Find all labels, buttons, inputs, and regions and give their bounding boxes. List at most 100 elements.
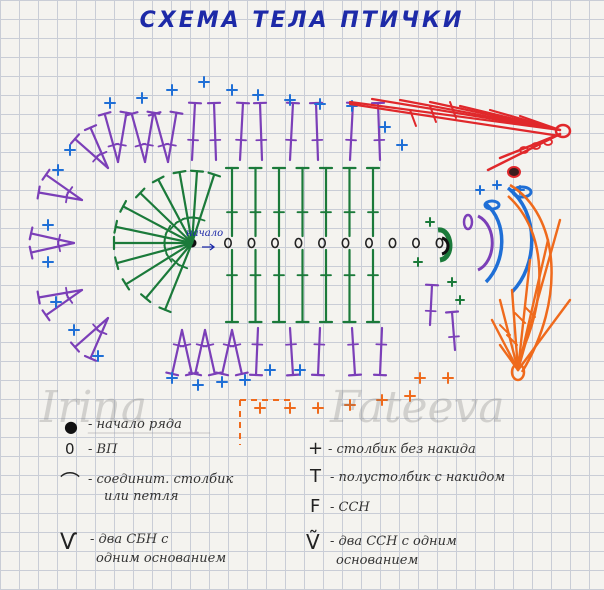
purple-top-stitch	[376, 101, 382, 162]
stitch-bar	[285, 138, 297, 142]
two-dc-stitch	[153, 112, 170, 164]
two-dc-one-base-icon: Ṽ	[306, 530, 320, 554]
two-dc-stitch	[29, 241, 76, 254]
stitch-top	[151, 175, 165, 184]
stitch-top	[134, 187, 146, 199]
two-dc-stitch	[103, 112, 120, 164]
stitch-top	[248, 373, 264, 377]
stitch-top	[187, 101, 203, 105]
legend-two-sc-2: одним основанием	[96, 551, 227, 566]
two-dc-stitch	[37, 191, 84, 202]
stitch-bar	[448, 335, 460, 338]
purple-bottom-stitch	[350, 326, 357, 377]
two-dc-stitch	[143, 111, 155, 164]
slip-stitch-curl	[437, 227, 453, 263]
stitch-bar	[115, 143, 127, 147]
two-dc-icon: Ѵ	[60, 530, 78, 555]
chain-stitch	[294, 237, 303, 249]
purple-bottom-stitch	[316, 326, 322, 377]
two-dc-stitch	[44, 288, 84, 317]
purple-top-stitch	[238, 101, 245, 162]
green-radial-stitch	[139, 191, 194, 245]
stitch-top	[28, 226, 34, 241]
red-chain	[543, 138, 553, 146]
stitch-top	[215, 371, 230, 377]
purple-top-stitch	[288, 101, 295, 162]
two-dc-stitch	[230, 328, 243, 376]
stitch-bar	[96, 150, 108, 157]
red-bar	[449, 101, 457, 119]
purple-hdc-stitch	[428, 283, 434, 327]
purple-top-stitch	[258, 101, 264, 162]
stitch-top	[69, 133, 81, 145]
stitch-top	[124, 111, 139, 117]
eye-dot	[507, 166, 521, 178]
red-beak-stitch	[498, 132, 562, 160]
stitch-bar	[172, 343, 185, 348]
green-radial-stitch	[190, 173, 216, 245]
legend-slip-2: или петля	[104, 489, 179, 504]
stitch-top	[347, 373, 363, 377]
start-dot-icon: ●	[64, 417, 78, 436]
head-arc-purple	[477, 214, 494, 272]
green-radial-stitch	[190, 170, 199, 245]
stitch-bar	[65, 286, 69, 299]
two-dc-stitch	[130, 112, 147, 164]
chain-stitch	[435, 237, 444, 249]
two-dc-stitch	[221, 328, 234, 376]
legend-dc: - ССН	[330, 500, 370, 515]
stitch-top	[121, 278, 131, 291]
stitch-top	[169, 110, 184, 115]
chain-stitch	[247, 237, 256, 249]
stitch-bar	[194, 216, 206, 222]
stitch-top	[424, 283, 440, 287]
start-label: начало	[186, 228, 224, 239]
beak-ring	[554, 123, 572, 139]
stitch-bar	[347, 343, 359, 346]
stitch-bar	[65, 186, 74, 197]
purple-hdc-stitch	[450, 310, 457, 352]
purple-top-stitch	[348, 101, 355, 162]
orange-tail-arc	[509, 183, 553, 373]
red-chain	[531, 142, 541, 150]
stitch-top	[97, 111, 112, 117]
stitch-bar	[56, 233, 61, 246]
stitch-top	[119, 199, 128, 213]
purple-bottom-stitch	[378, 326, 384, 377]
chain-stitch	[364, 237, 373, 249]
legend-start: - начало ряда	[88, 417, 182, 432]
two-dc-stitch	[194, 328, 207, 376]
two-dc-stitch	[180, 328, 193, 376]
stitch-bar	[165, 252, 173, 263]
green-radial-stitch	[163, 241, 194, 311]
stitch-bar	[345, 138, 357, 142]
two-dc-stitch	[166, 111, 178, 164]
stitch-bar	[142, 143, 154, 147]
purple-bottom-stitch	[254, 326, 260, 377]
two-dc-stitch	[73, 316, 110, 349]
orange-tail-stitch	[516, 258, 532, 372]
stitch-top	[113, 219, 119, 234]
stitch-top	[83, 354, 98, 362]
stitch-top	[36, 290, 41, 305]
chain-stitch	[388, 237, 397, 249]
stitch-bar	[165, 143, 177, 147]
watermark-left: Irina	[40, 382, 148, 433]
stitch-top	[444, 310, 460, 314]
green-radial-stitch	[178, 170, 194, 245]
orange-tail-stitch	[490, 318, 520, 372]
stitch-top	[41, 309, 51, 322]
stitch-top	[310, 373, 326, 377]
legend-sc: - столбик без накида	[328, 442, 476, 457]
stitch-top	[28, 245, 34, 260]
two-dc-stitch	[44, 173, 84, 202]
stitch-top	[69, 341, 81, 353]
legend-chain: - ВП	[88, 442, 118, 457]
green-radial-stitch	[124, 241, 194, 286]
stitch-bar	[285, 343, 297, 346]
red-bar	[429, 105, 437, 123]
green-radial-stitch	[144, 241, 194, 300]
stitch-bar	[235, 138, 247, 142]
head-arc-blue	[484, 202, 504, 284]
two-dc-stitch	[171, 328, 184, 376]
